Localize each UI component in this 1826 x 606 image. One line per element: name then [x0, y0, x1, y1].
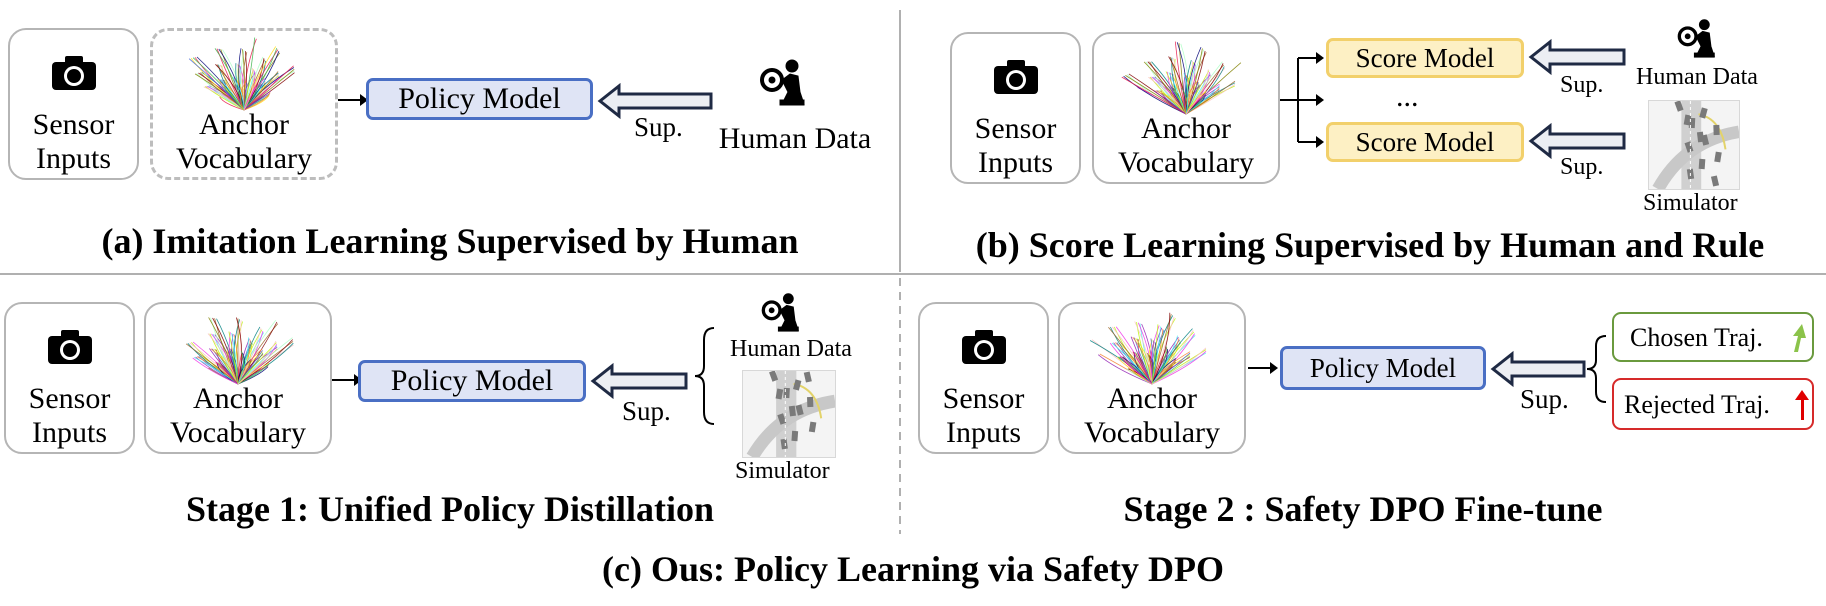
camera-icon [52, 56, 96, 90]
sup-label: Sup. [622, 396, 671, 426]
red-arrow-icon [1795, 390, 1809, 420]
camera-icon [994, 60, 1038, 94]
human-data-label: Human Data [718, 122, 872, 155]
simulator-label: Simulator [735, 458, 830, 484]
stage-1-title: Stage 1: Unified Policy Distillation [186, 489, 714, 529]
sensor-inputs-box [950, 32, 1081, 184]
sensor-label: Sensor Inputs [918, 382, 1049, 450]
sensor-label: Sensor Inputs [8, 108, 139, 176]
sensor-label: Sensor Inputs [4, 382, 135, 450]
chosen-traj-label: Chosen Traj. [1630, 323, 1763, 352]
simulator-thumbnail [1648, 100, 1740, 190]
sensor-label-line2: Inputs [32, 416, 107, 449]
human-data-label: Human Data [1636, 64, 1758, 90]
anchor-fan-icon [188, 37, 295, 111]
sup-label-bottom: Sup. [1560, 154, 1604, 180]
sensor-label-line1: Sensor [942, 382, 1025, 415]
anchor-fan-icon [1121, 41, 1242, 115]
stage-2-title: Stage 2 : Safety DPO Fine-tune [1123, 489, 1603, 529]
anchor-label: Anchor Vocabulary [150, 108, 338, 176]
sup-label: Sup. [634, 112, 683, 142]
anchor-label-line1: Anchor [1141, 112, 1231, 145]
sensor-inputs-box [8, 28, 139, 180]
panel-a-title: (a) Imitation Learning Supervised by Hum… [101, 221, 799, 261]
human-data-label: Human Data [730, 336, 852, 362]
policy-model-box: Policy Model [366, 78, 593, 120]
hollow-arrow-icon [597, 82, 713, 120]
arrow-to-policy [332, 374, 362, 386]
rejected-traj-box: Rejected Traj. [1612, 378, 1814, 430]
arrow-to-policy [338, 94, 368, 106]
anchor-label-line1: Anchor [199, 108, 289, 141]
hollow-arrow-icon [1490, 350, 1586, 388]
sup-label: Sup. [1520, 384, 1569, 414]
sensor-label-line2: Inputs [946, 416, 1021, 449]
anchor-label-line2: Vocabulary [169, 416, 307, 449]
simulator-thumbnail [742, 370, 836, 458]
arrow-to-policy [1248, 362, 1278, 374]
anchor-label-line2: Vocabulary [1083, 416, 1221, 449]
sensor-label-line1: Sensor [32, 108, 115, 141]
anchor-label-line1: Anchor [1107, 382, 1197, 415]
green-arrow-icon [1793, 324, 1806, 352]
anchor-label-line2: Vocabulary [175, 142, 313, 175]
camera-icon [962, 330, 1006, 364]
simulator-label: Simulator [1643, 190, 1738, 216]
score-model-box-bottom: Score Model [1326, 122, 1524, 162]
sensor-label-line1: Sensor [28, 382, 111, 415]
anchor-label-line1: Anchor [193, 382, 283, 415]
hollow-arrow-icon [1528, 122, 1626, 160]
sensor-label: Sensor Inputs [950, 112, 1081, 180]
sup-label-top: Sup. [1560, 72, 1604, 98]
policy-model-box: Policy Model [358, 360, 586, 402]
hollow-arrow-icon [590, 362, 688, 400]
sensor-label-line2: Inputs [36, 142, 111, 175]
driver-icon [761, 293, 799, 332]
hollow-arrow-icon [1528, 38, 1626, 76]
driver-icon [1677, 19, 1715, 58]
panel-b-title: (b) Score Learning Supervised by Human a… [975, 225, 1765, 265]
brace [694, 327, 715, 425]
branch-arrows [1280, 52, 1324, 148]
chosen-traj-box: Chosen Traj. [1612, 312, 1814, 362]
policy-model-box: Policy Model [1280, 346, 1486, 390]
camera-icon [48, 330, 92, 364]
anchor-label: Anchor Vocabulary [1058, 382, 1246, 450]
anchor-fan-icon [185, 317, 294, 385]
anchor-vocabulary-box [1058, 302, 1246, 454]
brace [1586, 335, 1607, 403]
ellipsis: ... [1396, 80, 1419, 113]
anchor-label: Anchor Vocabulary [144, 382, 332, 450]
sensor-label-line1: Sensor [974, 112, 1057, 145]
anchor-fan-icon [1089, 312, 1207, 385]
rejected-traj-label: Rejected Traj. [1624, 390, 1770, 419]
sensor-inputs-box [4, 302, 135, 454]
anchor-label-line2: Vocabulary [1117, 146, 1255, 179]
sensor-label-line2: Inputs [978, 146, 1053, 179]
score-model-box-top: Score Model [1326, 38, 1524, 78]
sensor-inputs-box [918, 302, 1049, 454]
driver-icon [760, 59, 805, 106]
anchor-label: Anchor Vocabulary [1092, 112, 1280, 180]
bottom-title: (c) Ous: Policy Learning via Safety DPO [602, 549, 1224, 589]
